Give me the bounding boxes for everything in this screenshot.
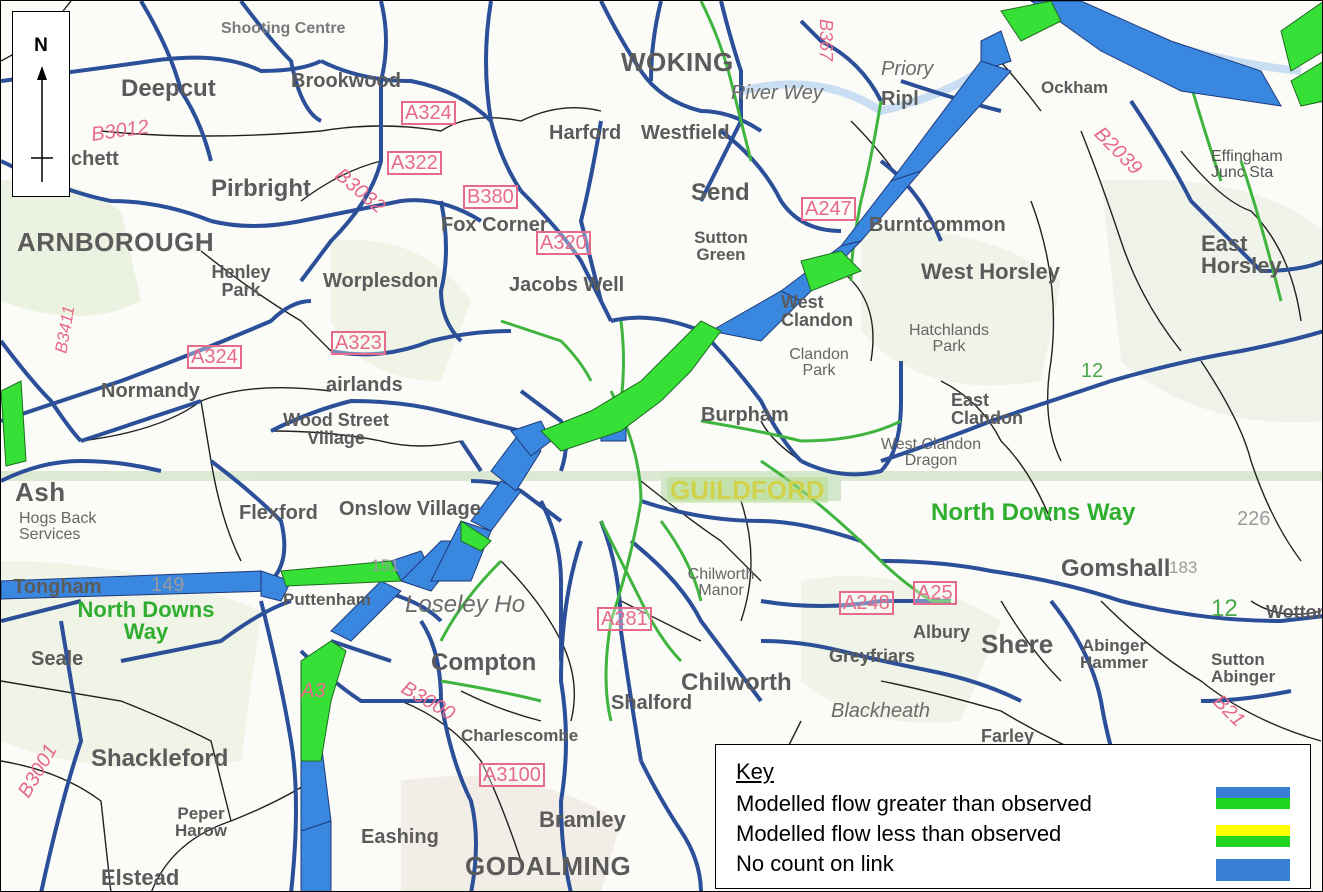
place-label-send: Send (691, 179, 750, 206)
trail-label-north-downs-way-west: North Downs Way (77, 597, 215, 644)
place-label-farnborough: ARNBOROUGH (17, 227, 215, 257)
road-label-a324-west: A324 (187, 345, 242, 369)
number-label-12a: 12 (1081, 360, 1104, 382)
place-label-brookwood: Brookwood (291, 70, 401, 92)
road-label-a320: A320 (536, 231, 591, 255)
place-label-henley-park: Henley Park (211, 262, 271, 300)
number-label-226: 226 (1237, 508, 1271, 530)
place-label-sutton-green: Sutton Green (694, 228, 748, 264)
place-label-hogs-back: Hogs Back Services (19, 510, 97, 543)
place-label-west-horsley: West Horsley (921, 259, 1060, 284)
place-label-burpham: Burpham (701, 404, 789, 426)
place-label-east-clandon: East Clandon (951, 390, 1023, 428)
place-label-peper-harow: Peper Harow (175, 804, 227, 840)
place-label-harford: Harford (549, 122, 622, 144)
place-label-wood-street: Wood Street Village (283, 410, 389, 448)
place-label-bramley: Bramley (539, 807, 626, 832)
place-label-jacobs-well: Jacobs Well (509, 274, 625, 296)
place-label-blackheath: Blackheath (831, 700, 930, 722)
road-label-a3100: A3100 (479, 763, 545, 787)
number-label-151: 151 (371, 556, 400, 575)
place-label-godalming: GODALMING (465, 851, 632, 881)
key-swatch-greater (1216, 787, 1290, 809)
north-arrow: N (12, 11, 70, 197)
place-label-eashing: Eashing (361, 826, 439, 848)
place-label-ash: Ash (15, 477, 66, 507)
north-arrow-icon (31, 66, 53, 182)
road-label-b380: B380 (463, 185, 518, 209)
trail-label-north-downs-way-east: North Downs Way (931, 499, 1136, 526)
map-key: Key Modelled flow greater than observed … (715, 744, 1311, 889)
place-label-abinger-hammer: Abinger Hammer (1079, 636, 1149, 672)
road-label-a323: A323 (331, 331, 386, 355)
key-item-label-greater: Modelled flow greater than observed (736, 791, 1092, 816)
place-label-fairlands: airlands (326, 374, 403, 396)
road-label-a3: A3 (301, 680, 326, 702)
place-label-shere: Shere (981, 629, 1054, 659)
road-label-b367: B367 (816, 18, 837, 62)
place-label-elstead: Elstead (101, 865, 180, 890)
number-label-183: 183 (1169, 558, 1198, 577)
road-label-a247: A247 (801, 197, 856, 221)
flow-links-green (1, 1, 1322, 762)
key-item-label-no-count: No count on link (736, 851, 894, 876)
key-swatch-no-count (1216, 859, 1290, 881)
place-label-hatchlands-park: Hatchlands Park (908, 322, 990, 355)
place-label-seale: Seale (31, 648, 84, 670)
place-label-normandy: Normandy (101, 380, 200, 402)
place-label-chilworth: Chilworth (681, 669, 792, 696)
road-label-a248: A248 (839, 591, 894, 615)
north-label: N (34, 35, 48, 56)
place-label-shooting-centre: Shooting Centre (221, 20, 346, 37)
green-network-roads (439, 1, 1283, 722)
place-label-chett: chett (71, 148, 119, 170)
place-label-clandon-park: Clandon Park (789, 346, 849, 379)
place-label-burntcommon: Burntcommon (869, 214, 1006, 236)
place-label-guildford: GUILDFORD (667, 477, 828, 503)
key-title: Key (736, 759, 774, 784)
place-label-farley: Farley (981, 726, 1035, 746)
place-label-fox-corner: Fox Corner (441, 214, 548, 236)
place-label-puttenham: Puttenham (283, 590, 371, 609)
road-label-a25: A25 (913, 581, 957, 605)
place-label-onslow: Onslow Village (339, 498, 481, 520)
place-label-effingham-junc: Effingham Junc Sta (1211, 148, 1283, 181)
place-label-chilworth-manor: Chilworth Manor (687, 566, 755, 599)
number-label-149: 149 (151, 574, 185, 596)
place-label-shalford: Shalford (611, 692, 693, 714)
place-label-albury: Albury (913, 622, 971, 642)
place-label-west-clandon-dragon: West Clandon Dragon (880, 436, 982, 469)
place-label-tongham: Tongham (13, 576, 102, 598)
road-label-a281: A281 (597, 607, 652, 631)
place-label-ockham: Ockham (1041, 78, 1109, 97)
place-label-sutton-abinger: Sutton Abinger (1211, 650, 1276, 686)
road-label-a324-north: A324 (401, 101, 456, 125)
place-label-greyfriars: Greyfriars (829, 646, 916, 666)
key-swatch-less (1216, 825, 1290, 847)
place-label-west-clandon: West Clandon (781, 292, 853, 330)
place-label-east-horsley: East Horsley (1201, 231, 1282, 278)
place-label-woking: WOKING (621, 47, 734, 77)
place-label-loseley: Loseley Ho (405, 591, 526, 618)
place-label-ripley: Ripl (881, 88, 919, 110)
place-label-flexford: Flexford (239, 502, 318, 524)
place-label-river-wey: River Wey (731, 82, 823, 104)
place-label-priory: Priory (881, 58, 934, 80)
place-label-gomshall: Gomshall (1061, 555, 1171, 582)
place-label-wotton: Wotton (1266, 602, 1323, 622)
place-label-westfield: Westfield (641, 122, 730, 144)
place-label-pirbright: Pirbright (211, 175, 311, 202)
place-label-worplesdon: Worplesdon (323, 270, 439, 292)
number-label-12b: 12 (1211, 595, 1238, 622)
place-label-shackleford: Shackleford (91, 745, 229, 772)
road-label-a322: A322 (387, 151, 442, 175)
place-label-deepcut: Deepcut (121, 75, 216, 102)
key-item-label-less: Modelled flow less than observed (736, 821, 1062, 846)
place-label-charlescombe: Charlescombe (461, 726, 579, 745)
place-label-compton: Compton (431, 649, 537, 676)
